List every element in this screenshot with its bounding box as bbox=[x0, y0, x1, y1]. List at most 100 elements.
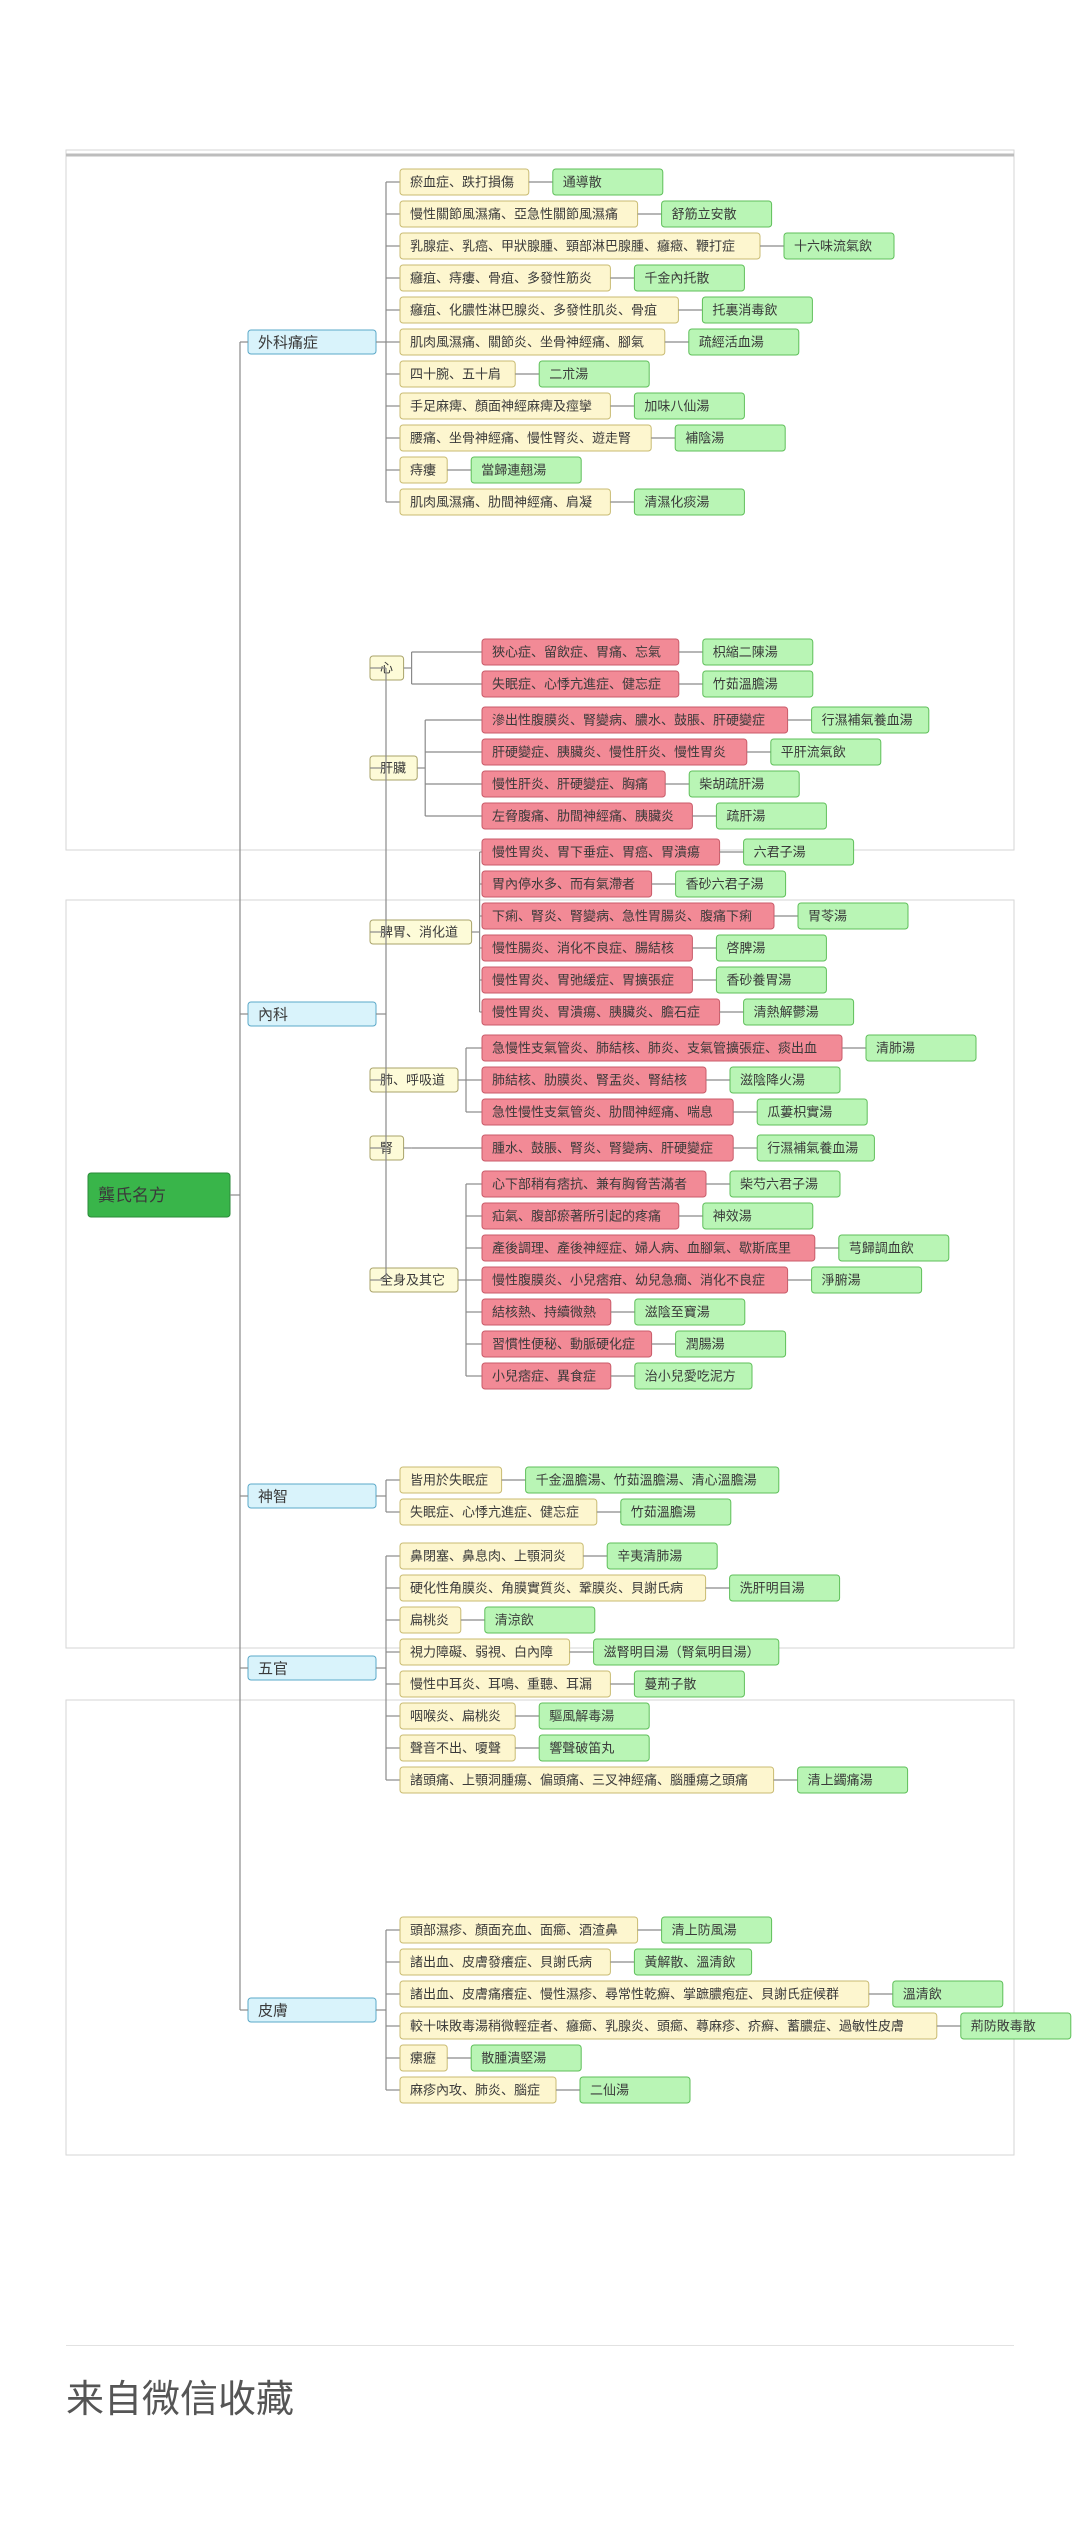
remedy-2-6-5-label: 滋陰至寶湯 bbox=[645, 1305, 710, 1321]
remedy-4-1-2: 洗肝明目湯 bbox=[729, 1574, 841, 1602]
remedy-4-1-2-box bbox=[729, 1574, 841, 1602]
remedy-2-2-4-box bbox=[715, 802, 827, 830]
root-node: 龔氏名方 bbox=[87, 1172, 231, 1218]
remedy-5-1-2-label: 黃解散、溫清飲 bbox=[644, 1955, 735, 1971]
remedy-3-1-2-box bbox=[620, 1498, 732, 1526]
category-1: 外科痛症 bbox=[247, 329, 377, 355]
remedy-5-1-6: 二仙湯 bbox=[579, 2076, 691, 2104]
remedy-2-4-3-box bbox=[756, 1098, 868, 1126]
symptom-1-1-2-label: 慢性關節風濕痛、亞急性關節風濕痛 bbox=[410, 207, 618, 223]
remedy-2-1-2-label: 竹茹溫膽湯 bbox=[713, 678, 778, 693]
symptom-2-1-1: 狹心症、留飲症、胃痛、忘氣 bbox=[481, 638, 680, 666]
symptom-2-3-3-label: 下痢、腎炎、腎變病、急性胃腸炎、腹痛下痢 bbox=[492, 909, 752, 925]
remedy-2-6-6-box bbox=[675, 1330, 787, 1358]
symptom-5-1-5: 瘰癧 bbox=[399, 2044, 448, 2072]
remedy-1-1-10: 當歸連翹湯 bbox=[470, 456, 582, 484]
remedy-2-6-3-label: 芎歸調血飲 bbox=[849, 1241, 914, 1257]
remedy-2-3-4-box bbox=[715, 934, 827, 962]
symptom-2-6-2: 疝氣、腹部瘀著所引起的疼痛 bbox=[481, 1202, 680, 1230]
remedy-2-4-2: 滋陰降火湯 bbox=[729, 1066, 841, 1094]
remedy-2-3-2: 香砂六君子湯 bbox=[675, 870, 787, 898]
symptom-4-1-8-label: 諸頭痛、上顎洞腫瘍、偏頭痛、三叉神經痛、腦腫瘍之頭痛 bbox=[410, 1773, 748, 1789]
remedy-1-1-5-box bbox=[701, 296, 813, 324]
group-2-3: 脾胃、消化道 bbox=[369, 919, 473, 945]
symptom-2-2-3-label: 慢性肝炎、肝硬變症、胸痛 bbox=[492, 777, 648, 793]
symptom-4-1-2: 硬化性角膜炎、角膜實質炎、鞏膜炎、貝謝氏病 bbox=[399, 1574, 707, 1602]
symptom-2-6-1-label: 心下部稍有痞抗、兼有胸脅苦滿者 bbox=[492, 1177, 687, 1193]
symptom-2-2-1: 滲出性腹膜炎、腎變病、膿水、鼓脹、肝硬變症 bbox=[481, 706, 789, 734]
symptom-4-1-3: 扁桃炎 bbox=[399, 1606, 462, 1634]
remedy-2-6-7: 治小兒愛吃泥方 bbox=[634, 1362, 753, 1390]
symptom-2-3-1: 慢性胃炎、胃下垂症、胃癌、胃潰瘍 bbox=[481, 838, 721, 866]
remedy-5-1-3-box bbox=[892, 1980, 1004, 2008]
remedy-5-1-3-label: 溫清飲 bbox=[903, 1987, 942, 2003]
symptom-1-1-1: 瘀血症、跌打損傷 bbox=[399, 168, 530, 196]
group-2-3-label: 脾胃、消化道 bbox=[380, 926, 458, 941]
remedy-3-1-1-label: 千金溫膽湯、竹茹溫膽湯、清心溫膽湯 bbox=[536, 1473, 757, 1489]
symptom-5-1-5-label: 瘰癧 bbox=[410, 2051, 436, 2067]
remedy-2-6-1: 柴芍六君子湯 bbox=[729, 1170, 841, 1198]
remedy-2-6-5-box bbox=[634, 1298, 746, 1326]
remedy-1-1-7-label: 二朮湯 bbox=[549, 368, 588, 383]
remedy-1-1-9-box bbox=[674, 424, 786, 452]
remedy-2-4-3-label: 瓜蔞枳實湯 bbox=[767, 1105, 832, 1121]
symptom-2-1-2-label: 失眠症、心悸亢進症、健忘症 bbox=[492, 677, 661, 693]
remedy-1-1-9: 補陰湯 bbox=[674, 424, 786, 452]
symptom-2-4-3: 急性慢性支氣管炎、肋間神經痛、喘息 bbox=[481, 1098, 734, 1126]
symptom-4-1-2-label: 硬化性角膜炎、角膜實質炎、鞏膜炎、貝謝氏病 bbox=[410, 1581, 683, 1597]
remedy-1-1-3-box bbox=[783, 232, 895, 260]
symptom-1-1-1-label: 瘀血症、跌打損傷 bbox=[410, 175, 514, 191]
symptom-5-1-3-label: 諸出血、皮膚痛癢症、慢性濕疹、尋常性乾癬、掌蹠膿疱症、貝謝氏症候群 bbox=[410, 1987, 839, 2003]
category-3-label: 神智 bbox=[258, 1487, 288, 1505]
remedy-2-3-3: 胃苓湯 bbox=[797, 902, 909, 930]
remedy-4-1-7-box bbox=[538, 1734, 650, 1762]
category-5: 皮膚 bbox=[247, 1997, 377, 2023]
remedy-2-3-4-label: 啓脾湯 bbox=[726, 942, 765, 957]
remedy-2-3-1-box bbox=[743, 838, 855, 866]
symptom-3-1-2: 失眠症、心悸亢進症、健忘症 bbox=[399, 1498, 598, 1526]
remedy-2-6-4-box bbox=[811, 1266, 923, 1294]
remedy-2-3-2-box bbox=[675, 870, 787, 898]
remedy-2-3-1: 六君子湯 bbox=[743, 838, 855, 866]
symptom-2-2-2-label: 肝硬變症、胰臟炎、慢性肝炎、慢性胃炎 bbox=[492, 745, 726, 761]
symptom-4-1-1-label: 鼻閉塞、鼻息肉、上顎洞炎 bbox=[410, 1549, 566, 1565]
remedy-1-1-11: 清濕化痰湯 bbox=[633, 488, 745, 516]
group-2-4-label: 肺、呼吸道 bbox=[380, 1074, 445, 1089]
remedy-2-3-5-box bbox=[715, 966, 827, 994]
remedy-2-2-3-box bbox=[688, 770, 800, 798]
remedy-5-1-1-label: 清上防風湯 bbox=[672, 1923, 737, 1939]
remedy-2-4-1-box bbox=[865, 1034, 977, 1062]
remedy-2-6-3: 芎歸調血飲 bbox=[838, 1234, 950, 1262]
group-2-2-label: 肝臟 bbox=[380, 762, 406, 777]
symptom-4-1-7: 聲音不出、嗄聲 bbox=[399, 1734, 516, 1762]
remedy-2-3-4: 啓脾湯 bbox=[715, 934, 827, 962]
symptom-5-1-4: 較十味敗毒湯稍微輕症者、癰癤、乳腺炎、頭癤、蕁麻疹、疥癬、蓄膿症、過敏性皮膚 bbox=[399, 2012, 938, 2040]
remedy-4-1-6-box bbox=[538, 1702, 650, 1730]
remedy-4-1-6: 驅風解毒湯 bbox=[538, 1702, 650, 1730]
remedy-4-1-7: 響聲破笛丸 bbox=[538, 1734, 650, 1762]
remedy-1-1-1-label: 通導散 bbox=[563, 176, 602, 191]
symptom-2-2-3: 慢性肝炎、肝硬變症、胸痛 bbox=[481, 770, 666, 798]
symptom-2-3-2-label: 胃內停水多、而有氣滯者 bbox=[492, 877, 635, 893]
remedy-2-2-2-box bbox=[770, 738, 882, 766]
symptom-1-1-3: 乳腺症、乳癌、甲狀腺腫、頸部淋巴腺腫、癰癥、鞭打症 bbox=[399, 232, 761, 260]
symptom-4-1-7-label: 聲音不出、嗄聲 bbox=[410, 1741, 501, 1757]
symptom-2-6-3: 產後調理、產後神經症、婦人病、血腳氣、歇斯底里 bbox=[481, 1234, 816, 1262]
remedy-1-1-5-label: 托裏消毒飲 bbox=[712, 303, 777, 319]
remedy-2-2-1: 行濕補氣養血湯 bbox=[811, 706, 930, 734]
symptom-2-4-1-label: 急慢性支氣管炎、肺結核、肺炎、支氣管擴張症、痰出血 bbox=[492, 1041, 817, 1057]
remedy-1-1-4: 千金內托散 bbox=[633, 264, 745, 292]
symptom-5-1-4-label: 較十味敗毒湯稍微輕症者、癰癤、乳腺炎、頭癤、蕁麻疹、疥癬、蓄膿症、過敏性皮膚 bbox=[410, 2019, 904, 2035]
symptom-1-1-8: 手足麻痺、顏面神經麻痺及痙攣 bbox=[399, 392, 611, 420]
remedy-2-3-2-label: 香砂六君子湯 bbox=[686, 878, 764, 893]
remedy-2-5-1: 行濕補氣養血湯 bbox=[756, 1134, 875, 1162]
remedy-1-1-4-label: 千金內托散 bbox=[644, 271, 709, 287]
remedy-4-1-4-label: 滋腎明目湯（腎氣明目湯） bbox=[604, 1646, 760, 1661]
symptom-2-3-6: 慢性胃炎、胃潰瘍、胰臟炎、膽石症 bbox=[481, 998, 721, 1026]
symptom-1-1-2: 慢性關節風濕痛、亞急性關節風濕痛 bbox=[399, 200, 639, 228]
symptom-2-6-7: 小兒痞症、異食症 bbox=[481, 1362, 612, 1390]
remedy-4-1-4: 滋腎明目湯（腎氣明目湯） bbox=[593, 1638, 780, 1666]
remedy-1-1-10-box bbox=[470, 456, 582, 484]
remedy-4-1-5-label: 蔓荊子散 bbox=[644, 1678, 696, 1693]
